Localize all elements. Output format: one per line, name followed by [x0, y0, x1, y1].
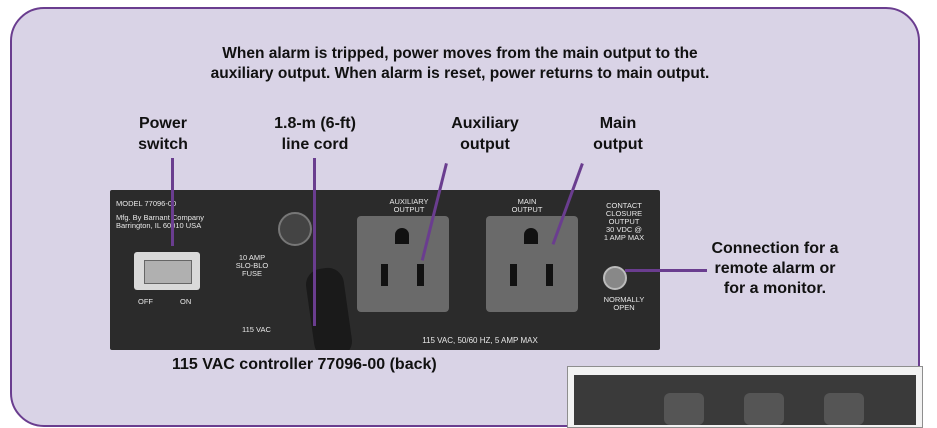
- outlet-slot: [510, 264, 517, 286]
- normally-open-line: OPEN: [592, 304, 656, 312]
- mfg-text-2: Barrington, IL 60010 USA: [116, 222, 201, 230]
- thumbnail-outlet: [744, 393, 784, 425]
- vac-text: 115 VAC: [242, 326, 271, 334]
- power-switch-leader: [171, 158, 174, 246]
- thumbnail-outlet: [824, 393, 864, 425]
- line-cord-leader: [313, 158, 316, 326]
- rocker: [144, 260, 192, 284]
- main-outlet: [486, 216, 578, 312]
- main-output-label: Main output: [573, 113, 663, 155]
- normally-open-text: NORMALLY OPEN: [592, 296, 656, 312]
- model-text: MODEL 77096-00: [116, 200, 176, 208]
- connection-label: Connection for a remote alarm or for a m…: [700, 239, 850, 299]
- line-cord-label: 1.8-m (6-ft) line cord: [250, 113, 380, 155]
- outlet-slot: [417, 264, 424, 286]
- off-text: OFF: [138, 298, 153, 306]
- connection-leader: [625, 269, 707, 272]
- connection-label-line: Connection for a: [700, 239, 850, 259]
- main-output-label-line: Main: [573, 113, 663, 134]
- outlet-ground: [395, 228, 409, 244]
- on-text: ON: [180, 298, 191, 306]
- contact-text: CONTACT CLOSURE OUTPUT 30 VDC @ 1 AMP MA…: [592, 202, 656, 242]
- line-cord-label-line: 1.8-m (6-ft): [250, 113, 380, 134]
- alarm-connector: [603, 266, 627, 290]
- power-switch-label: Power switch: [118, 113, 208, 155]
- caption: 115 VAC controller 77096-00 (back): [172, 356, 437, 374]
- power-switch-label-line: Power: [118, 113, 208, 134]
- main-output-text: MAIN OUTPUT: [492, 198, 562, 214]
- controller-thumbnail: [567, 366, 923, 428]
- controller-back-photo: MODEL 77096-00 Mfg. By Barnant Company B…: [110, 190, 660, 350]
- outlet-ground: [524, 228, 538, 244]
- main-output-label-line: output: [573, 134, 663, 155]
- fuse-holder: [278, 212, 312, 246]
- heading: When alarm is tripped, power moves from …: [150, 44, 770, 84]
- contact-text-line: 1 AMP MAX: [592, 234, 656, 242]
- power-switch-label-line: switch: [118, 134, 208, 155]
- heading-line-1: When alarm is tripped, power moves from …: [150, 44, 770, 64]
- rating-text: 115 VAC, 50/60 Hz, 5 AMP MAX: [380, 337, 580, 345]
- aux-output-label-line: Auxiliary: [430, 113, 540, 134]
- thumbnail-outlet: [664, 393, 704, 425]
- thumbnail-device: [574, 375, 916, 425]
- fuse-text-line: FUSE: [222, 270, 282, 278]
- connection-label-line: for a monitor.: [700, 279, 850, 299]
- outlet-slot: [381, 264, 388, 286]
- outlet-slot: [546, 264, 553, 286]
- power-switch: [134, 252, 200, 290]
- heading-line-2: auxiliary output. When alarm is reset, p…: [150, 64, 770, 84]
- fuse-text: 10 AMP SLO-BLO FUSE: [222, 254, 282, 278]
- auxiliary-outlet: [357, 216, 449, 312]
- main-output-text-line: OUTPUT: [492, 206, 562, 214]
- aux-output-label: Auxiliary output: [430, 113, 540, 155]
- aux-output-label-line: output: [430, 134, 540, 155]
- connection-label-line: remote alarm or: [700, 259, 850, 279]
- line-cord-label-line: line cord: [250, 134, 380, 155]
- line-cord: [304, 266, 354, 350]
